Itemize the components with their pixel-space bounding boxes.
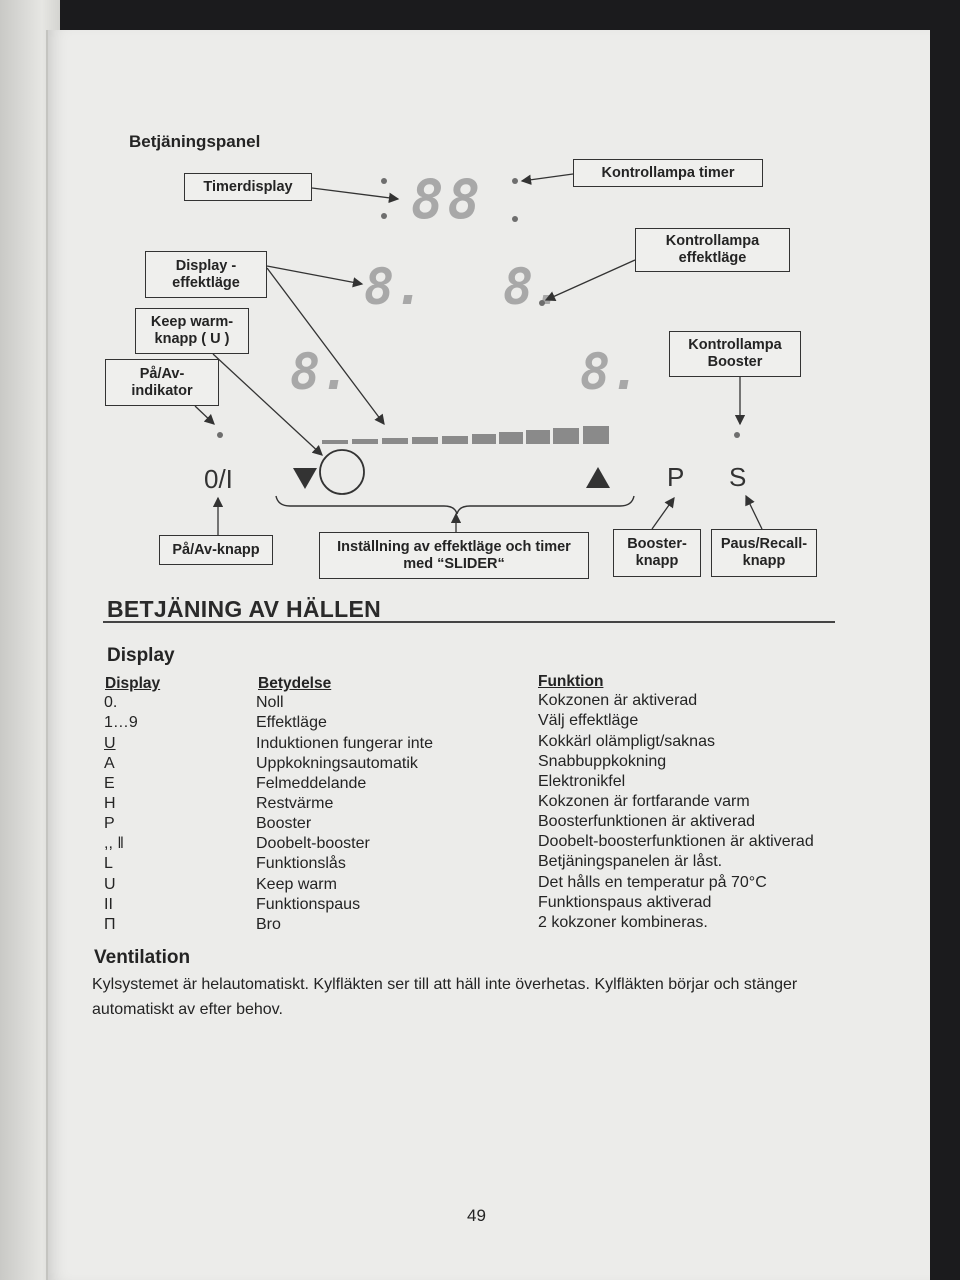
timer-colon-dot-top <box>381 178 387 184</box>
table-cell-betydelse: Bro <box>256 916 281 933</box>
table-cell-betydelse: Booster <box>256 815 312 832</box>
keep-warm-button <box>319 449 365 495</box>
table-cell-display: ,, ‖ <box>104 835 124 852</box>
column-header-display: Display <box>105 675 161 692</box>
zone-display-front-left: 8. <box>290 343 351 401</box>
table-cell-funktion: Funktionspaus aktiverad <box>538 894 712 911</box>
column-header-funktion: Funktion <box>538 673 604 690</box>
table-cell-display: A <box>104 755 115 772</box>
table-cell-betydelse: Induktionen fungerar inte <box>256 735 434 752</box>
pause-button[interactable]: S <box>729 462 747 492</box>
table-cell-display: 0. <box>104 694 118 711</box>
label-installning-slider: Inställning av effektläge och timer med … <box>319 532 589 579</box>
label-kontrollampa-effektlage: Kontrollampa effektläge <box>635 228 790 272</box>
label-pa-av-knapp: På/Av-knapp <box>159 535 273 565</box>
table-cell-display: L <box>104 855 113 872</box>
page-number: 49 <box>467 1206 486 1225</box>
zone-display-rear-left: 8. <box>364 258 425 316</box>
label-kontrollampa-booster: Kontrollampa Booster <box>669 331 801 377</box>
table-cell-display: U <box>104 876 116 893</box>
timer-display: 88 <box>411 168 485 231</box>
power-slider[interactable] <box>322 426 609 444</box>
table-cell-display: U <box>104 735 116 752</box>
on-off-indicator-dot <box>217 432 223 438</box>
zone-display-front-right: 8. <box>580 343 641 401</box>
timer-colon-dot-bottom <box>381 213 387 219</box>
table-cell-funktion: Kokkärl olämpligt/saknas <box>538 733 715 750</box>
table-cell-betydelse: Noll <box>256 694 284 711</box>
table-cell-display: H <box>104 795 116 812</box>
table-cell-display: P <box>104 815 115 832</box>
ventilation-heading: Ventilation <box>94 947 191 968</box>
table-cell-funktion: Kokzonen är aktiverad <box>538 692 698 709</box>
timer-lamp-dot <box>512 178 518 184</box>
slider-down-icon <box>293 468 317 489</box>
table-cell-funktion: 2 kokzoner kombineras. <box>538 914 708 931</box>
label-booster-knapp: Booster- knapp <box>613 529 701 577</box>
table-cell-funktion: Kokzonen är fortfarande varm <box>538 793 750 810</box>
table-cell-betydelse: Restvärme <box>256 795 334 812</box>
label-display-effektlage: Display - effektläge <box>145 251 267 298</box>
panel-title: Betjäningspanel <box>129 132 261 151</box>
ventilation-text: Kylsystemet är helautomatiskt. Kylfläkte… <box>92 976 798 1018</box>
slider-up-icon <box>586 467 610 488</box>
table-cell-betydelse: Funktionslås <box>256 855 346 872</box>
booster-lamp-dot <box>734 432 740 438</box>
table-cell-display: E <box>104 775 115 792</box>
zone-display-rear-right: 8. <box>503 258 564 316</box>
effektlage-lamp-dot <box>539 300 545 306</box>
label-pa-av-indikator: På/Av- indikator <box>105 359 219 406</box>
table-cell-betydelse: Funktionspaus <box>256 896 361 913</box>
table-cell-funktion: Betjäningspanelen är låst. <box>538 853 723 870</box>
table-cell-funktion: Det hålls en temperatur på 70°C <box>538 874 767 891</box>
table-cell-display: II <box>104 896 113 913</box>
table-cell-betydelse: Doobelt-booster <box>256 835 370 852</box>
table-cell-betydelse: Effektläge <box>256 714 327 731</box>
label-keep-warm-knapp: Keep warm- knapp ( U ) <box>135 308 249 354</box>
table-cell-betydelse: Keep warm <box>256 876 337 893</box>
slider-brace <box>275 495 635 515</box>
table-cell-funktion: Välj effektläge <box>538 712 639 729</box>
table-cell-display: 1…9 <box>104 714 138 731</box>
label-paus-recall-knapp: Paus/Recall- knapp <box>711 529 817 577</box>
section-title: BETJÄNING AV HÄLLEN <box>107 596 382 622</box>
table-cell-betydelse: Uppkokningsautomatik <box>256 755 418 772</box>
label-kontrollampa-timer: Kontrollampa timer <box>573 159 763 187</box>
label-timerdisplay: Timerdisplay <box>184 173 312 201</box>
table-cell-funktion: Elektronikfel <box>538 773 626 790</box>
display-heading: Display <box>107 645 175 666</box>
timer-lamp-dot-lower <box>512 216 518 222</box>
booster-button[interactable]: P <box>667 462 685 492</box>
table-cell-funktion: Boosterfunktionen är aktiverad <box>538 813 756 830</box>
section-rule <box>103 621 835 623</box>
table-cell-funktion: Doobelt-boosterfunktionen är aktiverad <box>538 833 814 850</box>
table-cell-funktion: Snabbuppkokning <box>538 753 667 770</box>
table-cell-display: Π <box>104 916 116 933</box>
on-off-button[interactable]: 0/I <box>204 464 233 494</box>
table-cell-betydelse: Felmeddelande <box>256 775 367 792</box>
column-header-betydelse: Betydelse <box>258 675 332 692</box>
